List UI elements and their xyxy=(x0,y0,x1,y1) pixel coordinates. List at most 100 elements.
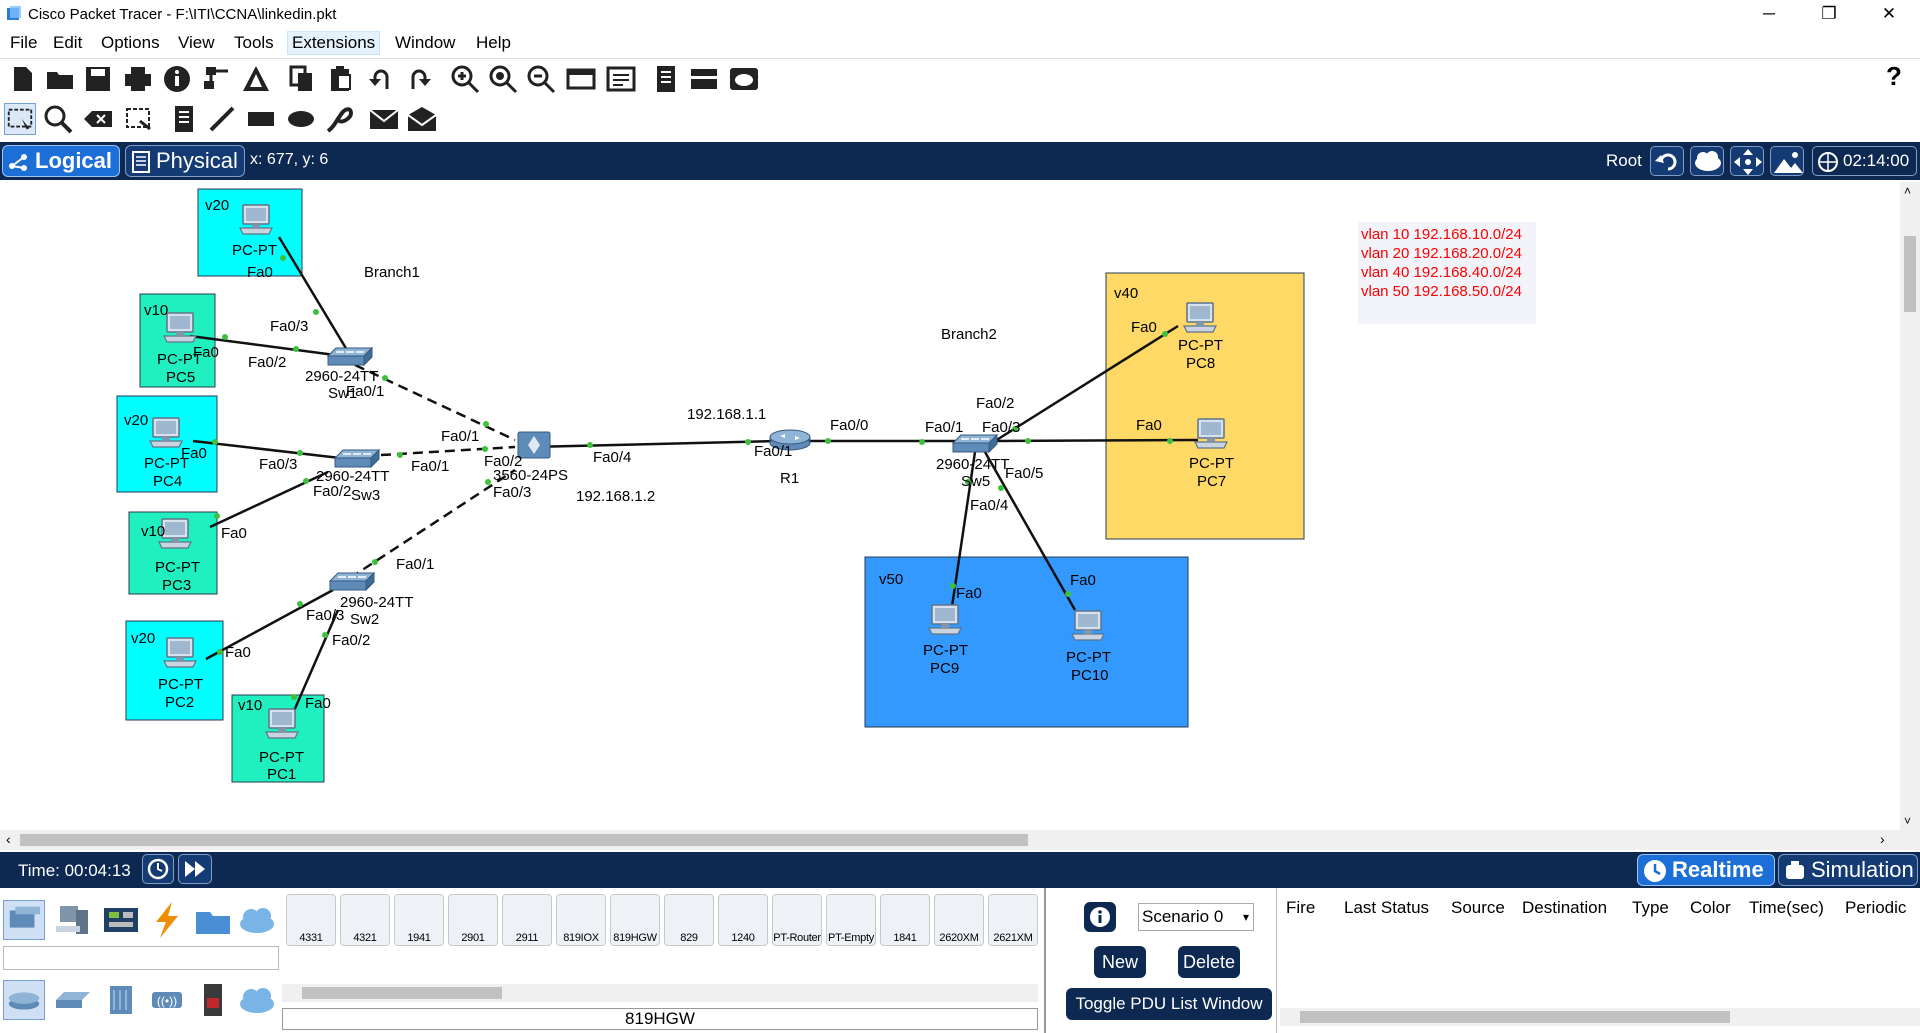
custom-device-icon[interactable] xyxy=(605,63,637,95)
delete-scenario-button[interactable]: Delete xyxy=(1178,946,1240,978)
device-2901[interactable]: 2901 xyxy=(448,894,498,946)
connections-category-icon[interactable] xyxy=(146,900,188,940)
device-list-scrollbar[interactable] xyxy=(282,984,1038,1002)
scroll-up-icon[interactable]: ˄ xyxy=(1904,184,1912,198)
device-4331[interactable]: 4331 xyxy=(286,894,336,946)
end-devices-category-icon[interactable] xyxy=(52,900,94,940)
components-category-icon[interactable] xyxy=(100,900,142,940)
logical-workspace[interactable]: v20 PC-PT Fa0 Branch1 Fa0/3 v10 PC-PT PC… xyxy=(0,182,1900,830)
hubs-subcategory-icon[interactable] xyxy=(100,980,142,1020)
print-icon[interactable] xyxy=(122,63,154,95)
menu-file[interactable]: File xyxy=(10,33,38,52)
device-list-scroll-thumb[interactable] xyxy=(302,987,502,999)
minimize-button[interactable]: ─ xyxy=(1762,4,1776,23)
scroll-right-icon[interactable]: › xyxy=(1880,831,1885,847)
back-button[interactable] xyxy=(1650,146,1684,176)
menu-options[interactable]: Options xyxy=(101,33,160,52)
zoom-reset-icon[interactable] xyxy=(487,63,519,95)
menu-view[interactable]: View xyxy=(178,33,215,52)
copy-icon[interactable] xyxy=(286,63,318,95)
realtime-mode-tab[interactable]: Realtime xyxy=(1637,854,1775,886)
workspace-horizontal-scrollbar[interactable]: ‹ › xyxy=(0,830,1920,850)
switch-sw5-icon[interactable] xyxy=(952,434,998,453)
draw-line-icon[interactable] xyxy=(206,103,238,135)
menu-edit[interactable]: Edit xyxy=(53,33,83,52)
workspace-vertical-scrollbar[interactable]: ˄ ˅ xyxy=(1900,182,1920,830)
info-icon[interactable] xyxy=(161,63,193,95)
tab-physical[interactable]: Physical xyxy=(125,145,245,177)
pc10-icon[interactable] xyxy=(1071,610,1105,641)
inspect-tool-icon[interactable] xyxy=(42,103,74,135)
network-devices-category-icon[interactable] xyxy=(3,900,45,940)
redo-icon[interactable] xyxy=(403,63,435,95)
zoom-out-icon[interactable] xyxy=(525,63,557,95)
device-1941[interactable]: 1941 xyxy=(394,894,444,946)
device-pt-empty[interactable]: PT-Empty xyxy=(826,894,876,946)
pdu-scroll-thumb[interactable] xyxy=(1300,1011,1730,1023)
menu-tools[interactable]: Tools xyxy=(234,33,274,52)
complex-pdu-icon[interactable] xyxy=(406,103,438,135)
device-1841[interactable]: 1841 xyxy=(880,894,930,946)
device-pt-router[interactable]: PT-Router xyxy=(772,894,822,946)
new-scenario-button[interactable]: New xyxy=(1094,946,1146,978)
pc9-icon[interactable] xyxy=(928,604,962,635)
pc4-icon[interactable] xyxy=(149,417,183,448)
menu-extensions[interactable]: Extensions xyxy=(286,31,381,55)
pc6-icon[interactable] xyxy=(239,204,273,235)
select-tool-icon[interactable] xyxy=(4,103,36,135)
wan-emulation-subcategory-icon[interactable] xyxy=(236,980,278,1020)
pc7-icon[interactable] xyxy=(1194,418,1228,449)
new-file-icon[interactable] xyxy=(6,63,38,95)
network-info-icon[interactable] xyxy=(200,63,232,95)
hscroll-thumb[interactable] xyxy=(20,834,1028,846)
menu-window[interactable]: Window xyxy=(395,33,456,52)
fast-forward-button[interactable] xyxy=(178,854,212,884)
pc5-icon[interactable] xyxy=(163,312,197,343)
new-cluster-button[interactable] xyxy=(1690,146,1724,176)
device-829[interactable]: 829 xyxy=(664,894,714,946)
simulation-mode-tab[interactable]: Simulation xyxy=(1778,854,1918,886)
switches-subcategory-icon[interactable] xyxy=(52,980,94,1020)
routers-subcategory-icon[interactable] xyxy=(3,980,45,1020)
toggle-pdu-list-button[interactable]: Toggle PDU List Window xyxy=(1066,988,1272,1020)
device-2620xm[interactable]: 2620XM xyxy=(934,894,984,946)
drawing-palette-icon[interactable] xyxy=(565,63,597,95)
set-background-button[interactable] xyxy=(1770,146,1804,176)
device-template-icon[interactable] xyxy=(688,63,720,95)
pdu-list-scrollbar[interactable] xyxy=(1280,1008,1920,1026)
menu-help[interactable]: Help xyxy=(476,33,511,52)
delete-tool-icon[interactable] xyxy=(82,103,114,135)
device-2621xm[interactable]: 2621XM xyxy=(988,894,1038,946)
switch-sw2-icon[interactable] xyxy=(329,572,375,591)
device-4321[interactable]: 4321 xyxy=(340,894,390,946)
device-1240[interactable]: 1240 xyxy=(718,894,768,946)
pc2-icon[interactable] xyxy=(163,637,197,668)
open-folder-icon[interactable] xyxy=(44,63,76,95)
activity-wizard-icon[interactable] xyxy=(240,63,272,95)
draw-rectangle-icon[interactable] xyxy=(245,103,277,135)
undo-icon[interactable] xyxy=(365,63,397,95)
simple-pdu-icon[interactable] xyxy=(368,103,400,135)
wireless-subcategory-icon[interactable]: ((•)) xyxy=(146,980,188,1020)
device-819hgw[interactable]: 819HGW xyxy=(610,894,660,946)
restore-button[interactable]: ❐ xyxy=(1821,4,1837,23)
category-search-field[interactable] xyxy=(3,946,279,970)
switch-sw3-icon[interactable] xyxy=(334,449,380,468)
device-819iox[interactable]: 819IOX xyxy=(556,894,606,946)
scenario-info-button[interactable] xyxy=(1084,902,1116,932)
notes-icon[interactable] xyxy=(650,63,682,95)
vlan-note[interactable]: vlan 10 192.168.10.0/24 vlan 20 192.168.… xyxy=(1361,226,1522,300)
scroll-down-icon[interactable]: ˅ xyxy=(1904,814,1912,828)
help-icon[interactable]: ? xyxy=(1886,61,1902,91)
move-object-button[interactable] xyxy=(1730,146,1764,176)
misc-category-icon[interactable] xyxy=(192,900,234,940)
vscroll-thumb[interactable] xyxy=(1904,236,1916,312)
save-icon[interactable] xyxy=(82,63,114,95)
close-button[interactable]: ✕ xyxy=(1881,4,1897,23)
device-2911[interactable]: 2911 xyxy=(502,894,552,946)
draw-ellipse-icon[interactable] xyxy=(285,103,317,135)
resize-shape-icon[interactable] xyxy=(122,103,154,135)
pc8-icon[interactable] xyxy=(1183,302,1217,333)
paste-icon[interactable] xyxy=(325,63,357,95)
security-subcategory-icon[interactable] xyxy=(192,980,234,1020)
